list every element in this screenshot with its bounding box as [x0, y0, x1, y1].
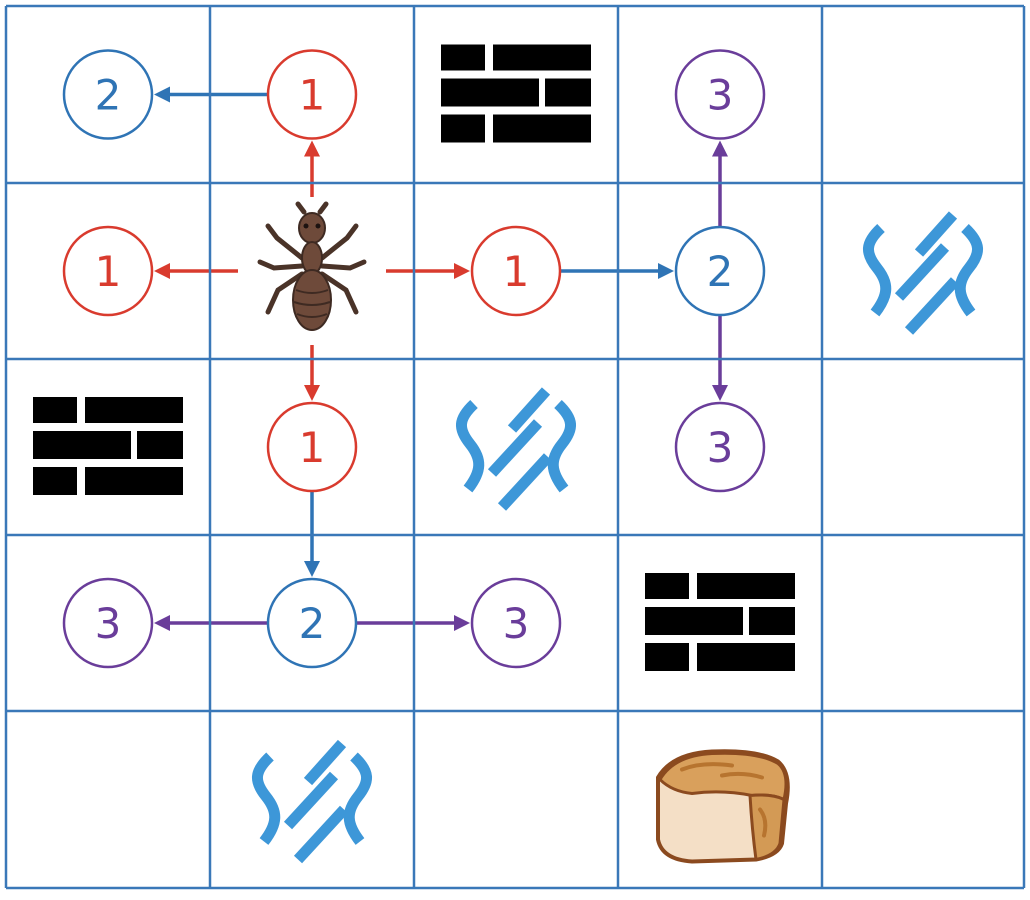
- step-circle-ring: [674, 225, 766, 317]
- step-number-label: 2: [707, 247, 734, 296]
- step-number-label: 1: [299, 71, 326, 120]
- step-circle-ring: [470, 225, 562, 317]
- step-circle-1: 1: [266, 49, 358, 140]
- step-circle-2: 2: [266, 577, 358, 669]
- step-circles-layer: 2 1 3 1 1 2 1 3 3 2 3: [62, 49, 766, 669]
- water-icon: [257, 744, 366, 860]
- step-circle-ring: [62, 577, 154, 669]
- path-arrow-step-2: [154, 86, 268, 103]
- path-arrow-step-1: [386, 263, 470, 279]
- step-circle-2: 2: [674, 225, 766, 317]
- brick-wall-icon: [645, 573, 795, 671]
- step-circle-ring: [62, 49, 154, 140]
- path-arrow-step-1: [304, 345, 320, 401]
- step-circle-2: 2: [62, 49, 154, 140]
- step-number-label: 3: [707, 71, 734, 120]
- step-circle-ring: [266, 49, 358, 140]
- arrow-head: [304, 561, 320, 577]
- step-circle-1: 1: [62, 225, 154, 317]
- arrow-head: [154, 263, 170, 279]
- arrow-head: [712, 385, 728, 401]
- path-arrow-step-3: [712, 140, 728, 227]
- step-circle-ring: [266, 401, 358, 493]
- path-arrow-step-3: [356, 615, 470, 631]
- arrow-head: [454, 615, 470, 631]
- step-number-label: 3: [95, 599, 122, 648]
- step-circle-ring: [674, 401, 766, 493]
- step-number-label: 1: [503, 247, 530, 296]
- path-arrow-step-1: [154, 263, 238, 279]
- path-arrow-step-1: [304, 140, 320, 197]
- step-circle-3: 3: [674, 401, 766, 493]
- step-circle-ring: [470, 577, 562, 669]
- arrows-layer: [154, 86, 728, 631]
- arrow-head: [454, 263, 470, 279]
- cells-layer: [33, 44, 978, 864]
- path-arrow-step-3: [712, 315, 728, 401]
- arrow-head: [712, 140, 728, 157]
- arrow-head: [154, 86, 170, 103]
- step-circle-ring: [266, 577, 358, 669]
- brick-wall-icon: [33, 397, 183, 495]
- step-circle-3: 3: [674, 49, 766, 140]
- path-arrow-step-2: [304, 491, 320, 577]
- bread-icon: [656, 749, 790, 864]
- arrow-head: [304, 140, 320, 157]
- grid-lines: [4, 4, 1026, 890]
- arrow-head: [658, 263, 674, 279]
- step-circle-1: 1: [470, 225, 562, 317]
- step-number-label: 2: [299, 599, 326, 648]
- step-circle-3: 3: [470, 577, 562, 669]
- step-number-label: 1: [299, 423, 326, 472]
- arrow-head: [154, 615, 170, 631]
- step-number-label: 2: [95, 71, 122, 120]
- step-number-label: 3: [707, 423, 734, 472]
- step-circle-1: 1: [266, 401, 358, 493]
- ant-icon: [260, 204, 364, 330]
- arrow-head: [304, 385, 320, 401]
- water-icon: [868, 215, 977, 331]
- step-number-label: 1: [95, 247, 122, 296]
- step-circle-3: 3: [62, 577, 154, 669]
- path-arrow-step-2: [560, 263, 674, 279]
- step-number-label: 3: [503, 599, 530, 648]
- brick-wall-icon: [441, 44, 591, 143]
- step-circle-ring: [674, 49, 766, 140]
- water-icon: [461, 391, 570, 507]
- path-arrow-step-3: [154, 615, 268, 631]
- step-circle-ring: [62, 225, 154, 317]
